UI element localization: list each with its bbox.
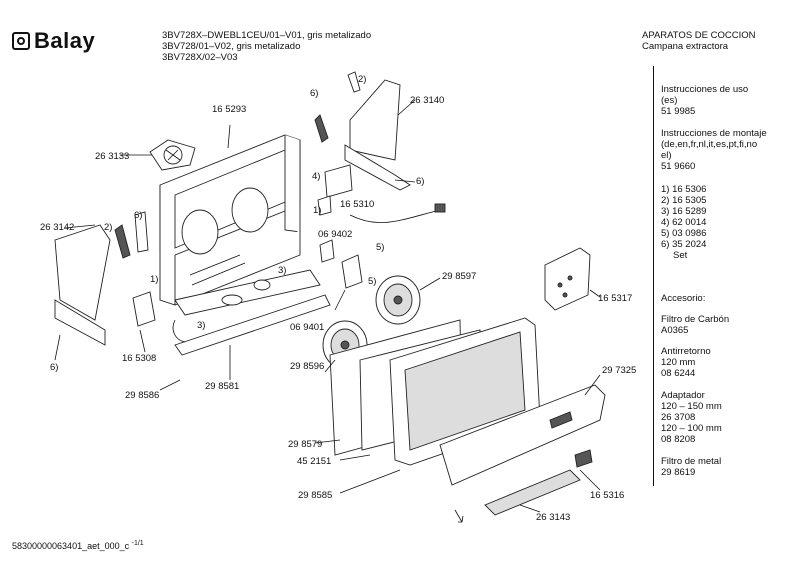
- sidebar-line: 120 – 100 mm: [661, 423, 722, 434]
- part-label: 1): [313, 205, 322, 216]
- sidebar-line: 6) 35 2024: [661, 239, 707, 250]
- part-label: 6): [50, 362, 59, 373]
- document-id: 58300000063401_aet_000_c: [12, 541, 130, 551]
- sidebar-line: Antirretorno: [661, 346, 711, 357]
- fan-part-263133: [149, 139, 196, 171]
- chassis-frame: [159, 134, 301, 306]
- part-label: 16 5293: [212, 104, 247, 115]
- category-line: Campana extractora: [642, 41, 729, 52]
- lamp-tray: [174, 269, 331, 356]
- sidebar-line: 1) 16 5306: [661, 184, 707, 195]
- sidebar-line: 4) 62 0014: [661, 217, 707, 228]
- sidebar-line: 51 9985: [661, 106, 696, 117]
- category-line: APARATOS DE COCCION: [642, 30, 756, 41]
- part-label: 29 8586: [125, 390, 160, 401]
- sidebar-line: 29 8619: [661, 467, 696, 478]
- sidebar-filtro-metal: Filtro de metal 29 8619: [661, 456, 721, 478]
- part-label: 29 8585: [298, 490, 333, 501]
- front-fascia: [439, 384, 606, 486]
- blower-298597: [375, 275, 421, 325]
- sidebar-line: 120 mm: [661, 357, 696, 368]
- part-label: 3): [197, 320, 206, 331]
- page-number: -1/1: [131, 540, 144, 547]
- part-label: 26 3142: [40, 222, 75, 233]
- model-list: 3BV728X–DWEBL1CEU/01–V01, gris metalizad…: [162, 30, 371, 63]
- handle-263143: [484, 469, 581, 516]
- part-label: 2): [358, 74, 367, 85]
- sidebar-line: Filtro de Carbón: [661, 314, 730, 325]
- part-label: 29 8581: [205, 381, 240, 392]
- sidebar-filtro-carbon: Filtro de Carbón A0365: [661, 314, 729, 336]
- part-label: 29 7325: [602, 365, 637, 376]
- sidebar-antirretorno: Antirretorno 120 mm 08 6244: [661, 346, 711, 379]
- sidebar-line: Set: [673, 250, 688, 261]
- sidebar-line: el): [661, 150, 672, 161]
- part-label: 16 5317: [598, 293, 633, 304]
- sidebar-line: (de,en,fr,nl,it,es,pt,fi,no: [661, 139, 758, 150]
- part-label: 16 5310: [340, 199, 375, 210]
- brand-name: Balay: [34, 28, 96, 53]
- board-069402: [319, 239, 335, 263]
- sidebar-line: Filtro de metal: [661, 456, 722, 467]
- control-box: [317, 164, 353, 216]
- part-label: 5): [376, 242, 385, 253]
- sidebar-line: 2) 16 5305: [661, 195, 707, 206]
- part-label: 3): [278, 265, 287, 276]
- part-label: 6): [416, 176, 425, 187]
- switch-165316: [574, 449, 593, 468]
- sidebar-line: (es): [661, 95, 678, 106]
- side-panel-left: [54, 211, 149, 346]
- board-069401: [341, 254, 363, 289]
- balay-logo-icon: [12, 32, 30, 50]
- sidebar-line: 120 – 150 mm: [661, 401, 722, 412]
- side-panel-right: [314, 71, 411, 191]
- sidebar-line: 08 6244: [661, 368, 696, 379]
- part-label: 26 3143: [536, 512, 571, 523]
- part-label: 06 9401: [290, 322, 325, 333]
- sidebar-instr-montaje: Instrucciones de montaje (de,en,fr,nl,it…: [661, 128, 767, 172]
- sidebar-set-list: 1) 16 5306 2) 16 5305 3) 16 5289 4) 62 0…: [661, 184, 706, 261]
- part-label: 16 5316: [590, 490, 625, 501]
- part-label: 26 3133: [95, 151, 130, 162]
- part-label: 45 2151: [297, 456, 332, 467]
- category: APARATOS DE COCCION Campana extractora: [642, 30, 756, 52]
- bracket-165308: [132, 291, 156, 327]
- part-label: 29 8596: [290, 361, 325, 372]
- part-label: 29 8597: [442, 271, 477, 282]
- sidebar-line: 08 8208: [661, 434, 696, 445]
- sidebar-accesorio: Accesorio:: [661, 293, 706, 304]
- model-line: 3BV728X/02–V03: [162, 52, 238, 63]
- sidebar-line: 51 9660: [661, 161, 696, 172]
- footer: 58300000063401_aet_000_c -1/1: [12, 540, 144, 551]
- accessory-filter: [544, 247, 591, 311]
- sidebar-line: Instrucciones de uso: [661, 84, 749, 95]
- part-label: 5): [368, 276, 377, 287]
- sidebar-line: A0365: [661, 325, 689, 336]
- sidebar-line: 5) 03 0986: [661, 228, 707, 239]
- sidebar-line: 3) 16 5289: [661, 206, 707, 217]
- part-label: 06 9402: [318, 229, 353, 240]
- model-line: 3BV728X–DWEBL1CEU/01–V01, gris metalizad…: [162, 30, 372, 41]
- brand-logo: Balay: [12, 28, 95, 54]
- part-label: 1): [150, 274, 159, 285]
- sidebar-line: Instrucciones de montaje: [661, 128, 767, 139]
- sidebar-line: 26 3708: [661, 412, 696, 423]
- part-label: 16 5308: [122, 353, 157, 364]
- part-label: 2): [104, 222, 113, 233]
- sidebar-instr-uso: Instrucciones de uso (es) 51 9985: [661, 84, 748, 117]
- part-label: 6): [134, 210, 143, 221]
- sidebar-divider: [653, 66, 654, 486]
- sidebar-line: Adaptador: [661, 390, 705, 401]
- model-line: 3BV728/01–V02, gris metalizado: [162, 41, 301, 52]
- part-label: 6): [310, 88, 319, 99]
- part-label: 29 8579: [288, 439, 323, 450]
- sidebar-adaptador: Adaptador 120 – 150 mm 26 3708 120 – 100…: [661, 390, 722, 445]
- part-label: 4): [312, 171, 321, 182]
- part-label: 26 3140: [410, 95, 445, 106]
